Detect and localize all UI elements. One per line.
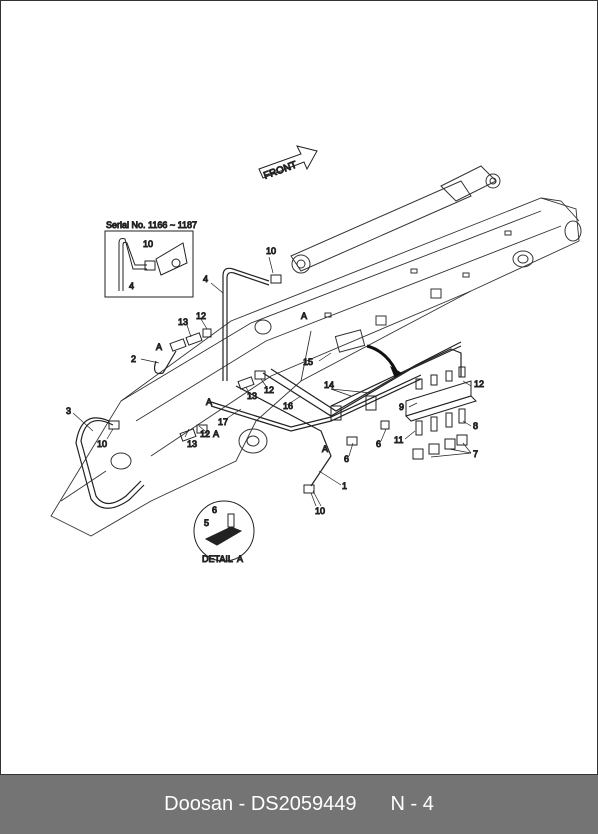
callout-12: 12 — [264, 385, 274, 395]
callout-16: 16 — [283, 401, 293, 411]
callout-8: 8 — [473, 421, 478, 431]
callout-6: 6 — [376, 439, 381, 449]
callout-15-arrow — [366, 344, 402, 378]
page-footer: Doosan - DS2059449 N - 4 — [0, 775, 598, 834]
callout-4: 4 — [203, 274, 208, 284]
page-number: N - 4 — [390, 793, 434, 815]
callout-13: 13 — [178, 317, 188, 327]
callout-17: 17 — [218, 417, 228, 427]
boom-clamps — [324, 230, 512, 326]
callout-13: 13 — [247, 391, 257, 401]
document-code: Doosan - DS2059449 — [164, 793, 357, 815]
boom-body — [50, 197, 580, 537]
callout-2: 2 — [131, 354, 136, 364]
detail-a-label: DETAIL A — [202, 554, 243, 564]
serial-inset — [104, 230, 194, 298]
leader-lines — [72, 256, 472, 507]
callout-6-detail: 6 — [212, 505, 217, 515]
boom-pins — [110, 220, 582, 470]
callout-13: 13 — [187, 439, 197, 449]
detail-a-marker: A — [156, 342, 162, 352]
callout-12: 12 — [474, 379, 484, 389]
callout-9: 9 — [399, 402, 404, 412]
serial-note: Serial No. 1166 ~ 1187 — [106, 220, 197, 230]
callout-12: 12 — [196, 311, 206, 321]
callout-1: 1 — [342, 481, 347, 491]
callout-10-inset: 10 — [143, 239, 153, 249]
boom-cylinder — [290, 165, 501, 274]
label-plate — [334, 329, 366, 353]
manifold-block — [405, 366, 477, 460]
callout-4-inset: 4 — [129, 281, 134, 291]
callout-3: 3 — [66, 406, 71, 416]
callout-5: 5 — [204, 518, 209, 528]
callout-10: 10 — [97, 439, 107, 449]
detail-a-marker: A — [322, 444, 328, 454]
front-arrow: FRONT — [258, 145, 318, 182]
callout-11: 11 — [394, 435, 403, 445]
callout-12: 12 — [200, 429, 210, 439]
detail-a-marker: A — [213, 429, 219, 439]
callout-15: 15 — [303, 357, 313, 367]
callout-7: 7 — [473, 449, 478, 459]
callout-6: 6 — [344, 454, 349, 464]
callout-10: 10 — [266, 246, 276, 256]
detail-a-marker: A — [206, 397, 212, 407]
callout-14: 14 — [324, 380, 334, 390]
detail-a-view — [193, 500, 255, 562]
callout-10: 10 — [315, 506, 325, 516]
detail-a-marker: A — [301, 311, 307, 321]
boom-hydraulic-piping-diagram: FRONT Serial No. 1166 ~ 1187 DETAIL A A … — [50, 145, 582, 565]
diagram-frame: FRONT Serial No. 1166 ~ 1187 DETAIL A A … — [0, 0, 598, 775]
fittings — [108, 274, 390, 494]
